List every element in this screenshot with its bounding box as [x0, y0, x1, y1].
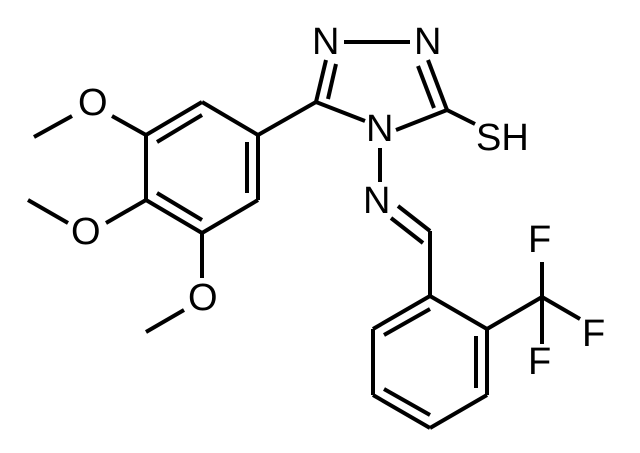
bond-c5-aryl: [257, 100, 317, 137]
atom-f-right: F: [582, 313, 605, 355]
bond-ring-o2: [105, 198, 147, 225]
bond-ring-o1: [111, 114, 147, 137]
bond-o2-me: [27, 198, 69, 225]
ring2-inner-2: [383, 387, 431, 417]
atom-o-top: O: [78, 82, 108, 124]
ring2-inner-3: [383, 307, 431, 337]
atom-o-middle: O: [71, 211, 101, 253]
bond-c3-s: [446, 108, 476, 126]
ring1-inner-3: [155, 113, 204, 144]
ring2-bond-4: [371, 393, 432, 430]
bond-o1-me: [33, 114, 73, 139]
triazole-ring: [314, 40, 449, 132]
bond-c3-n4: [395, 108, 448, 132]
atom-f-top: F: [528, 219, 551, 261]
ring2-bond-1: [428, 294, 489, 331]
ring1-inner-2: [155, 191, 204, 222]
atom-o-bottom: O: [188, 277, 218, 319]
bond-n-ch-double: [389, 216, 425, 245]
methoxy-group-middle: [27, 198, 147, 225]
atom-n4: N: [366, 108, 393, 150]
atom-f-bottom: F: [528, 341, 551, 383]
trifluoromethylphenyl-ring: [371, 294, 489, 430]
ring2-bond-3: [428, 393, 489, 430]
bond-c5-n1-double: [326, 63, 338, 100]
bond-c5-n1: [314, 59, 328, 103]
methoxy-group-top: [33, 114, 147, 139]
atom-sh: SH: [476, 117, 529, 159]
trifluoromethyl-group: [485, 262, 582, 344]
bond-n2-c3-double: [416, 65, 436, 109]
ring2-bond-6: [371, 294, 432, 331]
bond-n4-c5: [315, 100, 366, 123]
atom-n2: N: [414, 21, 441, 63]
methoxy-group-bottom: [144, 233, 204, 334]
bond-c-f2: [540, 295, 582, 321]
bond-n-ch: [396, 204, 432, 233]
ring1-bond-2: [200, 198, 260, 235]
ring1-bond-5: [144, 100, 204, 137]
bond-o3-me: [144, 308, 186, 334]
trimethoxyphenyl-ring: [144, 100, 260, 235]
ring1-bond-3: [144, 198, 204, 235]
atom-n-imine: N: [363, 180, 390, 222]
bond-aryl-cf3: [485, 295, 544, 331]
ring1-bond-6: [200, 100, 260, 137]
bond-n2-c3: [426, 59, 449, 111]
atom-n1: N: [312, 21, 339, 63]
